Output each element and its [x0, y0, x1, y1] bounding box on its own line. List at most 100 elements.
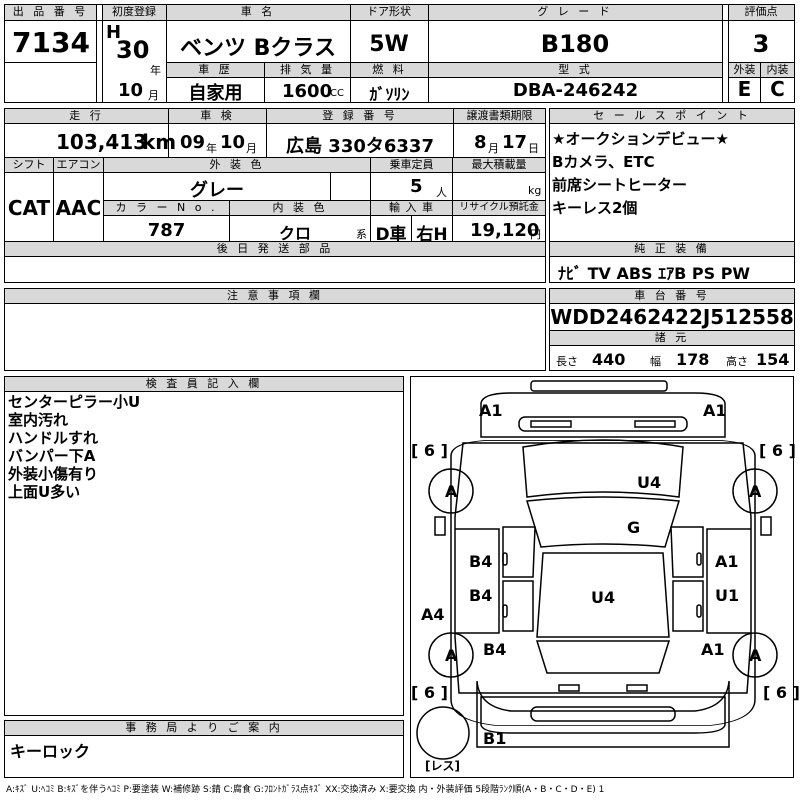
- score-header: 評価点: [728, 5, 794, 20]
- model: DBA-246242: [512, 80, 639, 101]
- mark-front-left: A1: [479, 401, 503, 420]
- handle-side: 右H: [416, 225, 448, 245]
- genuine-equipment: ﾅﾋﾞ TV ABS ｴｱB PS PW: [558, 264, 751, 283]
- capacity-header: 乗車定員: [371, 158, 452, 172]
- reg-no-header: 登 録 番 号: [267, 109, 453, 123]
- recycle-fee: 19,120: [470, 220, 540, 241]
- interior-color: クロ: [278, 224, 311, 243]
- sales-point-item: キーレス2個: [552, 199, 638, 217]
- mark-wheel-fr: A: [749, 482, 762, 501]
- interior-header: 内装: [761, 63, 794, 77]
- mark-door-rl: B4: [469, 586, 493, 605]
- color-header: 外 装 色: [104, 158, 370, 172]
- top-info-block: [4, 4, 795, 103]
- history-header: 車 歴: [167, 63, 264, 77]
- height: 154: [756, 350, 790, 369]
- mark-bracket-right-top: [ 6 ]: [759, 441, 796, 460]
- aircon: AAC: [55, 196, 102, 220]
- displacement-unit: CC: [330, 88, 344, 99]
- mark-rear: B1: [483, 729, 507, 748]
- door-header: ドア形状: [350, 5, 428, 20]
- first-reg-header: 初度登録: [102, 5, 166, 20]
- max-load-header: 最大積載量: [453, 158, 545, 172]
- int-color-unit: 系: [356, 228, 367, 241]
- fuel-header: 燃 料: [351, 63, 428, 77]
- width-label: 幅: [650, 355, 661, 368]
- mileage: 103,413: [56, 130, 148, 154]
- mark-bracket-left-bottom: [ 6 ]: [411, 683, 448, 702]
- specs-header: 諸 元: [550, 331, 794, 345]
- transfer-month: 8: [474, 132, 487, 153]
- grade-header: グ レ ー ド: [428, 5, 722, 20]
- inspector-header: 検 査 員 記 入 欄: [5, 377, 403, 391]
- sales-point-item: ★オークションデビュー★: [552, 130, 729, 148]
- exterior-header: 外装: [729, 63, 760, 77]
- mark-wheel-fl: A: [445, 482, 458, 501]
- max-load-unit: kg: [528, 184, 542, 197]
- inspection-header: 車 検: [169, 109, 266, 123]
- car-name-header: 車 名: [166, 5, 350, 20]
- sales-point-item: 前席シートヒーター: [552, 176, 688, 194]
- lot-number: 7134: [12, 26, 90, 59]
- displacement-header: 排 気 量: [265, 63, 350, 77]
- door-type: 5W: [369, 32, 409, 57]
- insp-month: 10: [220, 132, 246, 153]
- detail-block: [4, 108, 546, 283]
- length-label: 長さ: [556, 355, 578, 368]
- office-header: 事 務 局 よ り ご 案 内: [5, 721, 403, 735]
- mark-windshield: G: [627, 518, 641, 537]
- notes-block: [4, 288, 546, 371]
- inspector-note: センターピラー小U: [8, 393, 141, 411]
- mark-roof: U4: [591, 588, 616, 607]
- mark-quarter-rl: B4: [483, 640, 507, 659]
- score: 3: [752, 30, 770, 58]
- reg-year-unit: 年: [150, 64, 161, 77]
- width: 178: [676, 350, 710, 369]
- notes-header: 注 意 事 項 欄: [5, 289, 545, 303]
- later-parts-header: 後 日 発 送 部 品: [5, 242, 545, 256]
- recycle-unit: 円: [530, 228, 541, 241]
- insp-year-unit: 年: [206, 142, 217, 155]
- mark-door-fl: B4: [469, 552, 493, 571]
- mark-bracket-left-bottom-value: 6: [423, 683, 436, 702]
- mileage-header: 走 行: [5, 109, 168, 123]
- import-type: D車: [375, 225, 407, 245]
- fuel: ｶﾞｿﾘﾝ: [369, 85, 410, 104]
- mark-bracket-left-top: [ 6 ]: [411, 441, 448, 460]
- mark-wheel-rr: A: [749, 646, 762, 665]
- mark-wheel-rl: A: [445, 646, 458, 665]
- mark-bracket-right-bottom-value: 6: [775, 683, 788, 702]
- office-block: [4, 720, 404, 778]
- office-note: キーロック: [10, 742, 91, 761]
- lot-no-header: 出 品 番 号: [5, 5, 96, 20]
- mark-door-rr: U1: [715, 586, 740, 605]
- transfer-day: 17: [502, 132, 528, 153]
- exterior-grade: E: [737, 77, 752, 101]
- shift-header: シフト: [5, 158, 53, 172]
- sales-point-header: セ ー ル ス ポ イ ン ト: [550, 109, 794, 123]
- car-outline: [416, 380, 778, 760]
- recycle-header: リサイクル預託金: [453, 201, 545, 215]
- shift: CAT: [7, 196, 51, 220]
- chassis-number: WDD2462422J512558: [550, 305, 794, 329]
- interior-grade: C: [770, 77, 785, 101]
- reg-number: 広島 330タ6337: [286, 136, 434, 157]
- height-label: 高さ: [726, 355, 748, 368]
- mark-front-right: A1: [703, 401, 727, 420]
- inspector-note: バンパー下A: [8, 447, 96, 465]
- mark-hood: U4: [637, 473, 662, 492]
- inspector-block: [4, 376, 404, 716]
- mark-pillar-left: A4: [421, 605, 445, 624]
- insp-month-unit: 月: [246, 142, 257, 155]
- int-color-header: 内 装 色: [230, 201, 370, 215]
- mileage-unit: km: [142, 130, 177, 154]
- exterior-color: グレー: [190, 180, 244, 201]
- sales-point-block: [549, 108, 795, 283]
- reg-month-unit: 月: [148, 89, 159, 102]
- sales-point-list: ★オークションデビュー★ Bカメラ、ETC 前席シートヒーター キーレス2個: [552, 128, 729, 220]
- chassis-header: 車 台 番 号: [550, 289, 794, 303]
- reg-month: 10: [118, 80, 144, 101]
- inspector-note: 外装小傷有り: [8, 465, 99, 483]
- import-header: 輸 入 車: [371, 201, 452, 215]
- reg-year: 30: [116, 36, 150, 64]
